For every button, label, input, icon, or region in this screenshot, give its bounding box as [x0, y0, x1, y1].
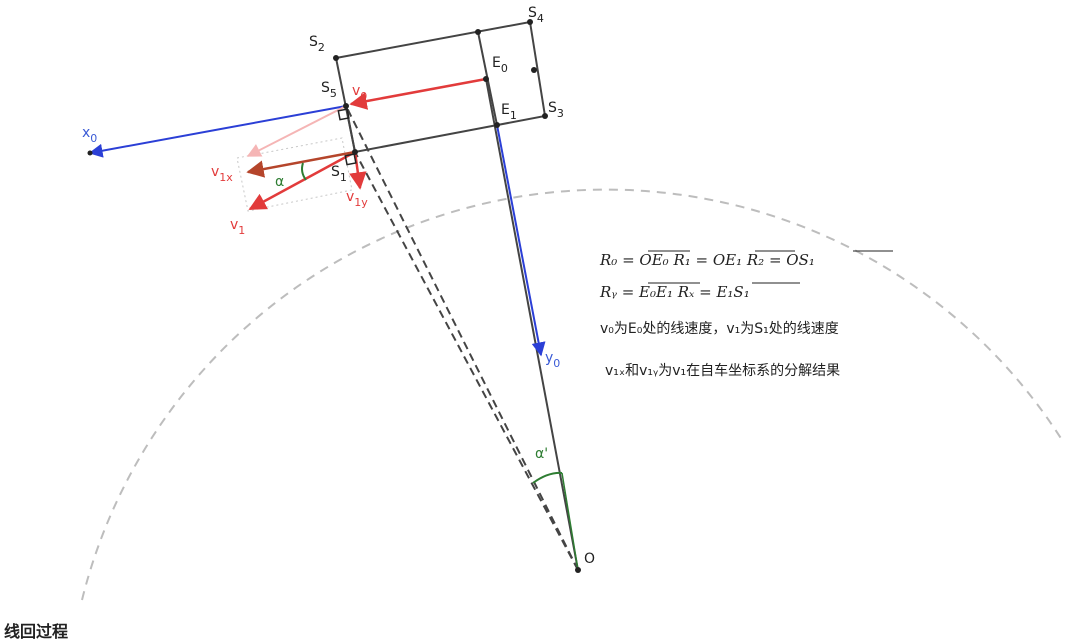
alpha-prime-tick [561, 472, 579, 571]
point-s1[interactable] [352, 149, 358, 155]
radius-oe0 [485, 78, 579, 571]
label-v1y: v1y [346, 189, 368, 209]
label-alpha: α [275, 174, 284, 190]
formula-offsets: Rᵧ = E₀E₁ Rₓ = E₁S₁ [599, 283, 750, 301]
label-s3: S3 [548, 100, 564, 120]
point-x0-tip [87, 150, 93, 156]
y0-axis[interactable] [496, 124, 546, 357]
point-top-mid[interactable] [475, 29, 481, 35]
v0-ghost [246, 105, 347, 157]
point-s5[interactable] [343, 103, 349, 109]
point-s3[interactable] [542, 113, 548, 119]
point-e1[interactable] [494, 122, 500, 128]
label-y0: y0 [545, 350, 560, 370]
label-s1: S1 [331, 164, 347, 184]
label-x0: x0 [82, 125, 97, 145]
v1x-vector[interactable] [246, 150, 356, 178]
right-angle-s1 [344, 153, 357, 166]
label-v1: v1 [230, 217, 245, 237]
label-s2: S2 [309, 34, 325, 54]
note-decomposition: v₁ₓ和v₁ᵧ为v₁在自车坐标系的分解结果 [605, 362, 840, 379]
points [87, 19, 581, 573]
v0-vector[interactable] [349, 77, 487, 110]
label-s5: S5 [321, 80, 337, 100]
radius-os5 [345, 105, 579, 571]
point-s4[interactable] [527, 19, 533, 25]
v1y-vector[interactable] [349, 151, 367, 190]
label-v1x: v1x [211, 164, 233, 184]
section-footer: 线回过程 [4, 622, 69, 641]
label-s4: S4 [528, 5, 544, 25]
label-e0: E0 [492, 55, 508, 75]
formula-overlines [648, 250, 893, 284]
formula-radii: R₀ = OE₀ R₁ = OE₁ R₂ = OS₁ [599, 251, 815, 269]
radius-os1 [354, 151, 579, 571]
label-e1: E1 [501, 102, 517, 122]
x0-axis[interactable] [88, 105, 347, 158]
label-o: O [584, 551, 595, 567]
note-velocities: v₀为E₀处的线速度，v₁为S₁处的线速度 [600, 321, 839, 337]
v1-vector[interactable] [248, 150, 356, 211]
label-alpha-prime: α' [535, 446, 548, 462]
alpha-prime-arc [532, 471, 563, 484]
right-angle-s5 [337, 108, 350, 121]
turning-arc [81, 188, 1063, 601]
alpha-arc [301, 162, 307, 181]
decomposition-guide [236, 137, 353, 212]
point-e0[interactable] [483, 76, 489, 82]
point-s2[interactable] [333, 55, 339, 61]
point-o[interactable] [575, 567, 581, 573]
label-v0: v0 [352, 83, 367, 103]
point-mid-right[interactable] [531, 67, 537, 73]
